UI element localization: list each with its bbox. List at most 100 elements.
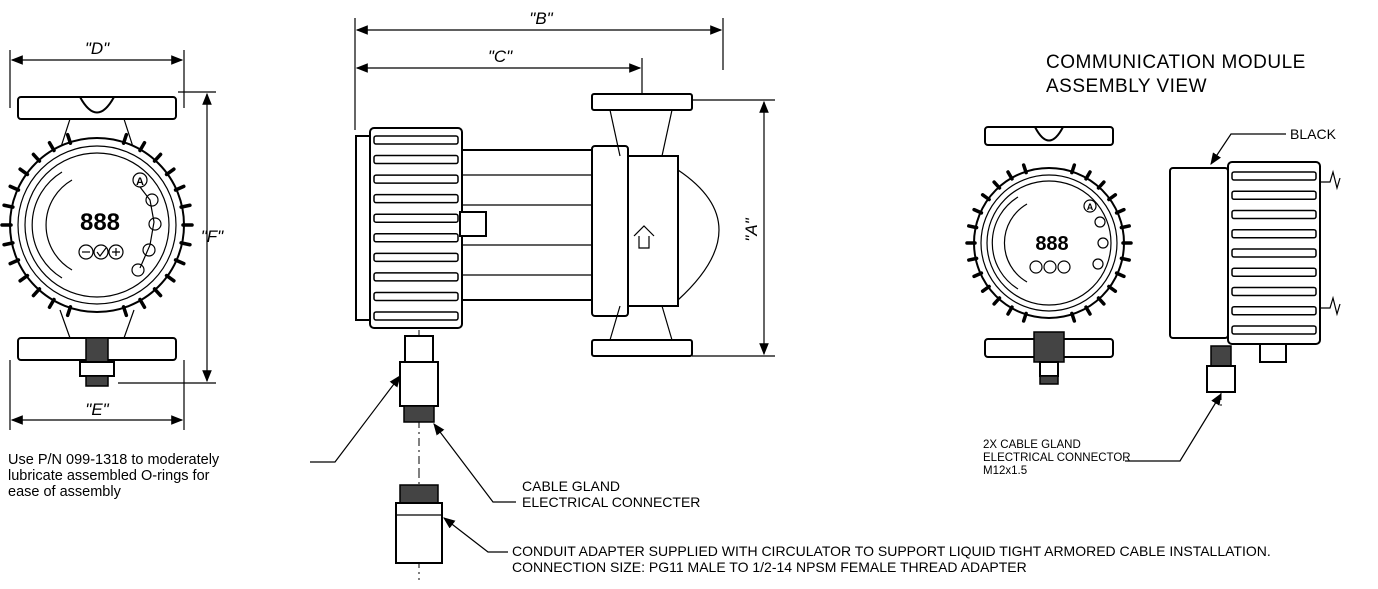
plus-button[interactable]: [108, 244, 124, 260]
cooling-rib: [373, 135, 459, 145]
cooling-rib: [18, 167, 30, 177]
cooling-rib: [967, 256, 979, 262]
cooling-rib: [1231, 306, 1317, 316]
cooling-rib: [1119, 256, 1131, 262]
cooling-rib: [373, 193, 459, 204]
cooling-rib: [1070, 163, 1077, 175]
cooling-rib: [992, 180, 1002, 190]
cooling-rib: [1119, 224, 1131, 230]
cooling-rib: [31, 287, 42, 298]
cooling-rib: [1084, 170, 1092, 181]
lubricate-note-line2: lubricate assembled O-rings for: [8, 468, 210, 484]
mode-icon-3: [142, 243, 156, 257]
cooling-rib: [1107, 193, 1118, 202]
assembly-title-line1: COMMUNICATION MODULE: [1046, 52, 1306, 73]
cooling-rib: [1114, 271, 1126, 279]
cooling-rib: [1021, 311, 1028, 323]
cooling-rib: [373, 233, 459, 243]
small-gland-thread: [1210, 345, 1232, 367]
side-view: "B" "C" "A": [354, 9, 775, 580]
cooling-rib: [1084, 305, 1092, 316]
cable-gland-note-line2: ELECTRICAL CONNECTER: [522, 494, 700, 510]
check-button[interactable]: [93, 244, 109, 260]
cooling-rib: [152, 152, 163, 163]
assembly-display-digits: 888: [1035, 233, 1068, 255]
cooling-rib: [373, 252, 459, 263]
cable-gland-2x-line3: M12x1.5: [983, 465, 1027, 477]
cable-gland-nut: [399, 361, 439, 407]
cooling-rib: [972, 271, 984, 279]
cooling-rib: [373, 291, 459, 302]
cooling-rib: [121, 305, 129, 318]
cooling-rib: [1096, 296, 1106, 306]
cooling-rib: [992, 296, 1002, 306]
pump-volute: [627, 155, 679, 307]
conduit-adapter-body: [395, 502, 443, 564]
assembly-view: COMMUNICATION MODULE ASSEMBLY VIEW 888 A: [965, 52, 1341, 410]
dim-e-label: "E": [85, 400, 109, 419]
cooling-rib: [121, 132, 129, 145]
cooling-rib: [173, 258, 186, 266]
cooling-rib: [1096, 180, 1106, 190]
cable-gland-2x-line1: 2X CABLE GLAND: [983, 439, 1081, 451]
black-label: BLACK: [1290, 126, 1337, 142]
cooling-rib: [980, 284, 991, 293]
flow-direction-arrow: [633, 225, 655, 249]
cooling-rib: [164, 167, 176, 177]
cooling-rib: [373, 174, 459, 184]
small-gland-body: [1206, 365, 1236, 393]
cooling-rib: [138, 297, 147, 310]
cooling-rib: [1006, 305, 1014, 316]
cooling-rib: [179, 203, 192, 209]
pump-flange: [591, 145, 629, 317]
display-digits: 888: [80, 209, 120, 236]
cooling-rib: [373, 311, 459, 321]
minus-button[interactable]: [78, 244, 94, 260]
cooling-rib: [65, 132, 73, 145]
cooling-rib: [1231, 286, 1317, 297]
cooling-rib: [1231, 248, 1317, 258]
assembly-mode-a-label: A: [1087, 202, 1094, 212]
cooling-rib: [1107, 284, 1118, 293]
dim-d-label: "D": [85, 39, 110, 58]
assembly-title-line2: ASSEMBLY VIEW: [1046, 76, 1207, 97]
cooling-rib: [8, 258, 21, 266]
cooling-rib: [47, 140, 56, 153]
mode-icon-2: [148, 217, 162, 231]
mode-a-label: A: [136, 176, 144, 188]
cooling-rib: [152, 287, 163, 298]
cooling-rib: [18, 273, 30, 283]
cooling-rib: [1070, 311, 1077, 323]
cooling-rib: [373, 272, 459, 282]
dim-f-label: "F": [201, 227, 224, 246]
cooling-rib: [2, 241, 15, 247]
cooling-rib: [138, 140, 147, 153]
cooling-rib: [1231, 229, 1317, 239]
mode-icon-4: [131, 263, 145, 277]
cooling-rib: [47, 297, 56, 310]
conduit-adapter-thread: [399, 484, 439, 504]
cooling-rib: [373, 154, 459, 165]
cooling-rib: [1021, 163, 1028, 175]
lubricate-note-line3: ease of assembly: [8, 484, 122, 500]
cable-gland-top: [404, 335, 434, 363]
cooling-rib: [1231, 267, 1317, 277]
cooling-rib: [1231, 190, 1317, 200]
cooling-rib: [980, 193, 991, 202]
conduit-note-line2: CONNECTION SIZE: PG11 MALE TO 1/2-14 NPS…: [512, 559, 1027, 575]
cooling-rib: [1114, 207, 1126, 215]
conduit-note-line1: CONDUIT ADAPTER SUPPLIED WITH CIRCULATOR…: [512, 543, 1271, 559]
cooling-rib: [65, 305, 73, 318]
cooling-rib: [373, 213, 459, 223]
cooling-rib: [967, 224, 979, 230]
dim-a-label: "A": [742, 217, 761, 241]
cooling-rib: [8, 184, 21, 192]
communication-module: [1169, 167, 1229, 339]
cable-gland-note-line1: CABLE GLAND: [522, 478, 620, 494]
dim-b-label: "B": [529, 9, 553, 28]
cooling-rib: [1231, 325, 1317, 335]
cooling-rib: [164, 273, 176, 283]
cooling-rib: [179, 241, 192, 247]
